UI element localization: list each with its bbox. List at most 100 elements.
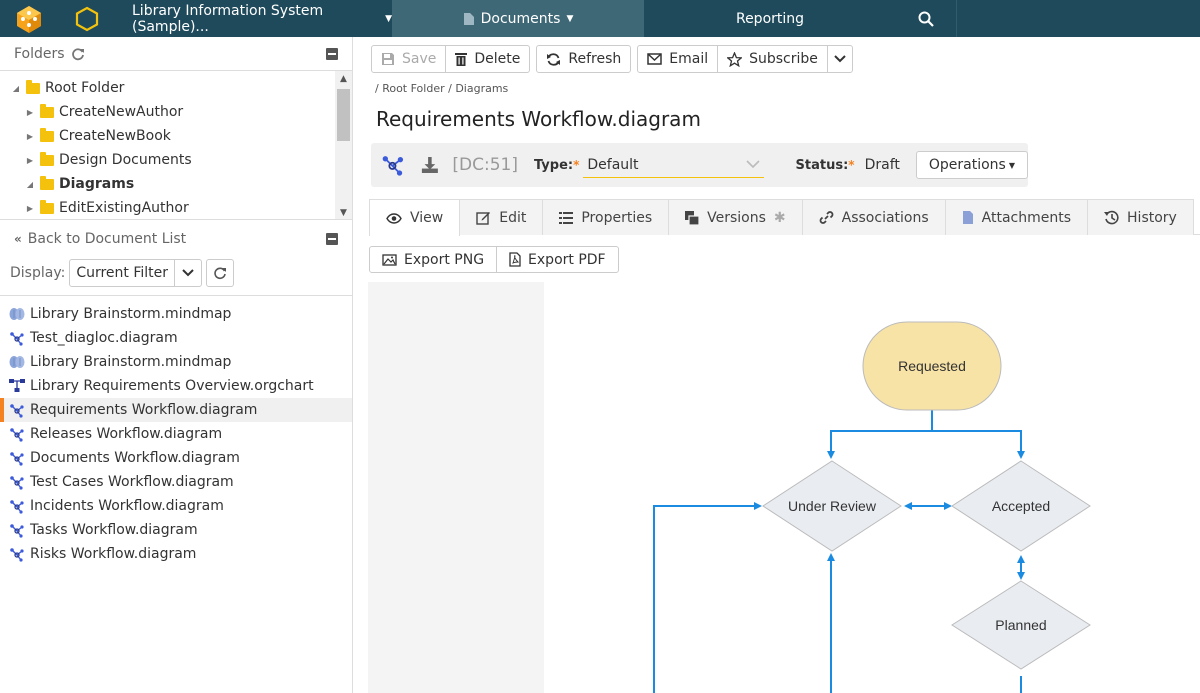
folder-icon: [26, 83, 40, 94]
document-list-item[interactable]: Incidents Workflow.diagram: [0, 494, 352, 518]
project-name: Library Information System (Sample)...: [132, 3, 377, 35]
document-list-item[interactable]: Documents Workflow.diagram: [0, 446, 352, 470]
mindmap-icon: [9, 354, 25, 370]
back-to-list-link[interactable]: « Back to Document List: [14, 231, 186, 247]
tree-item-design-documents[interactable]: ▶ Design Documents: [0, 148, 352, 172]
tree-item-diagrams[interactable]: ◢ Diagrams: [0, 172, 352, 196]
breadcrumb-root[interactable]: Root Folder: [382, 82, 444, 95]
nav-reporting[interactable]: Reporting: [644, 0, 896, 37]
caret-down-icon: ▼: [566, 14, 573, 24]
scroll-down-icon[interactable]: ▼: [335, 205, 352, 220]
tree-item-label: CreateNewBook: [59, 128, 171, 144]
back-to-list-row: « Back to Document List: [0, 222, 352, 256]
download-icon[interactable]: [421, 155, 439, 175]
tab-view[interactable]: View: [369, 199, 460, 236]
caret-down-icon: ▼: [385, 14, 392, 24]
type-select[interactable]: Default: [583, 152, 763, 178]
document-list-item[interactable]: Test_diagloc.diagram: [0, 326, 352, 350]
node-planned[interactable]: Planned: [952, 581, 1090, 669]
refresh-icon[interactable]: [71, 47, 85, 61]
scrollbar-thumb[interactable]: [337, 89, 350, 141]
folder-icon: [40, 179, 54, 190]
document-list-item-label: Releases Workflow.diagram: [30, 426, 222, 442]
diagram-icon: [9, 450, 25, 466]
document-list-item-label: Library Brainstorm.mindmap: [30, 354, 231, 370]
document-list-item[interactable]: Test Cases Workflow.diagram: [0, 470, 352, 494]
tree-item-root[interactable]: ◢ Root Folder: [0, 76, 352, 100]
top-navbar: Library Information System (Sample)... ▼…: [0, 0, 1200, 37]
node-under-review[interactable]: Under Review: [763, 461, 901, 551]
refresh-button[interactable]: Refresh: [536, 45, 631, 73]
expanded-arrow-icon[interactable]: ◢: [24, 180, 36, 189]
breadcrumb-diagrams[interactable]: Diagrams: [455, 82, 508, 95]
scroll-up-icon[interactable]: ▲: [335, 71, 352, 87]
tab-associations[interactable]: Associations: [802, 199, 946, 235]
workflow-diagram: Requested Under Review Accepted Planned: [544, 282, 1200, 693]
tab-properties[interactable]: Properties: [542, 199, 669, 235]
email-button[interactable]: Email: [637, 45, 718, 73]
collapse-doclist-button[interactable]: [326, 233, 338, 245]
document-list-item[interactable]: Tasks Workflow.diagram: [0, 518, 352, 542]
attachment-document-icon: [962, 210, 974, 225]
diagram-icon: [9, 474, 25, 490]
diagram-icon: [9, 426, 25, 442]
document-list-item[interactable]: Library Brainstorm.mindmap: [0, 350, 352, 374]
save-icon: [381, 52, 395, 66]
tree-scrollbar[interactable]: ▲ ▼: [335, 71, 352, 220]
document-list-item[interactable]: Releases Workflow.diagram: [0, 422, 352, 446]
document-list-item[interactable]: Library Requirements Overview.orgchart: [0, 374, 352, 398]
delete-button[interactable]: Delete: [445, 45, 530, 73]
expanded-arrow-icon[interactable]: ◢: [10, 84, 22, 93]
app-logo[interactable]: [0, 0, 58, 37]
folder-tree: ◢ Root Folder ▶ CreateNewAuthor ▶ Create…: [0, 70, 352, 220]
collapse-folders-button[interactable]: [326, 48, 338, 60]
collapsed-arrow-icon[interactable]: ▶: [24, 108, 36, 117]
chevron-down-icon: [175, 266, 201, 280]
tab-attachments[interactable]: Attachments: [945, 199, 1088, 235]
eye-icon: [386, 213, 402, 224]
tree-item-label: Root Folder: [45, 80, 124, 96]
tab-history[interactable]: History: [1087, 199, 1194, 235]
connector-lines: [654, 410, 1021, 693]
node-under-review-label: Under Review: [788, 498, 877, 514]
diagram-canvas[interactable]: Requested Under Review Accepted Planned: [544, 282, 1200, 693]
diagram-icon: [9, 402, 25, 418]
subscribe-dropdown-button[interactable]: [827, 45, 853, 73]
tab-versions-label: Versions: [707, 210, 766, 226]
project-selector[interactable]: Library Information System (Sample)... ▼: [116, 0, 392, 37]
node-accepted[interactable]: Accepted: [952, 461, 1090, 551]
export-pdf-button[interactable]: Export PDF: [496, 246, 619, 273]
refresh-icon: [546, 52, 561, 67]
document-list-item-label: Library Requirements Overview.orgchart: [30, 378, 314, 394]
node-requested[interactable]: Requested: [863, 322, 1001, 410]
document-list-item[interactable]: Requirements Workflow.diagram: [0, 398, 352, 422]
document-list-item[interactable]: Risks Workflow.diagram: [0, 542, 352, 566]
node-accepted-label: Accepted: [992, 498, 1050, 514]
filter-select[interactable]: Current Filter: [69, 259, 202, 287]
workspace-hex-button[interactable]: [58, 0, 116, 37]
tab-versions[interactable]: Versions ✱: [668, 199, 803, 235]
tab-edit[interactable]: Edit: [459, 199, 543, 235]
refresh-list-button[interactable]: [206, 259, 234, 287]
search-button[interactable]: [896, 0, 956, 37]
left-panel: Folders ◢ Root Folder ▶ CreateNewAuthor …: [0, 37, 353, 693]
nav-documents-label: Documents: [481, 11, 561, 27]
save-button[interactable]: Save: [371, 45, 446, 73]
document-list-item[interactable]: Library Brainstorm.mindmap: [0, 302, 352, 326]
tree-item-createnewbook[interactable]: ▶ CreateNewBook: [0, 124, 352, 148]
subscribe-button[interactable]: Subscribe: [717, 45, 828, 73]
history-icon: [1104, 210, 1119, 225]
hexagon-icon: [75, 6, 99, 32]
tree-item-createnewauthor[interactable]: ▶ CreateNewAuthor: [0, 100, 352, 124]
nav-documents[interactable]: Documents ▼: [392, 0, 644, 37]
collapsed-arrow-icon[interactable]: ▶: [24, 132, 36, 141]
document-icon: [463, 12, 475, 26]
tree-item-editexistingauthor[interactable]: ▶ EditExistingAuthor: [0, 196, 352, 220]
image-icon: [382, 254, 397, 266]
export-png-button[interactable]: Export PNG: [369, 246, 497, 273]
node-requested-label: Requested: [898, 358, 966, 374]
operations-button[interactable]: Operations ▼: [916, 151, 1028, 179]
collapsed-arrow-icon[interactable]: ▶: [24, 156, 36, 165]
chevron-down-icon: [746, 160, 760, 169]
collapsed-arrow-icon[interactable]: ▶: [24, 204, 36, 213]
